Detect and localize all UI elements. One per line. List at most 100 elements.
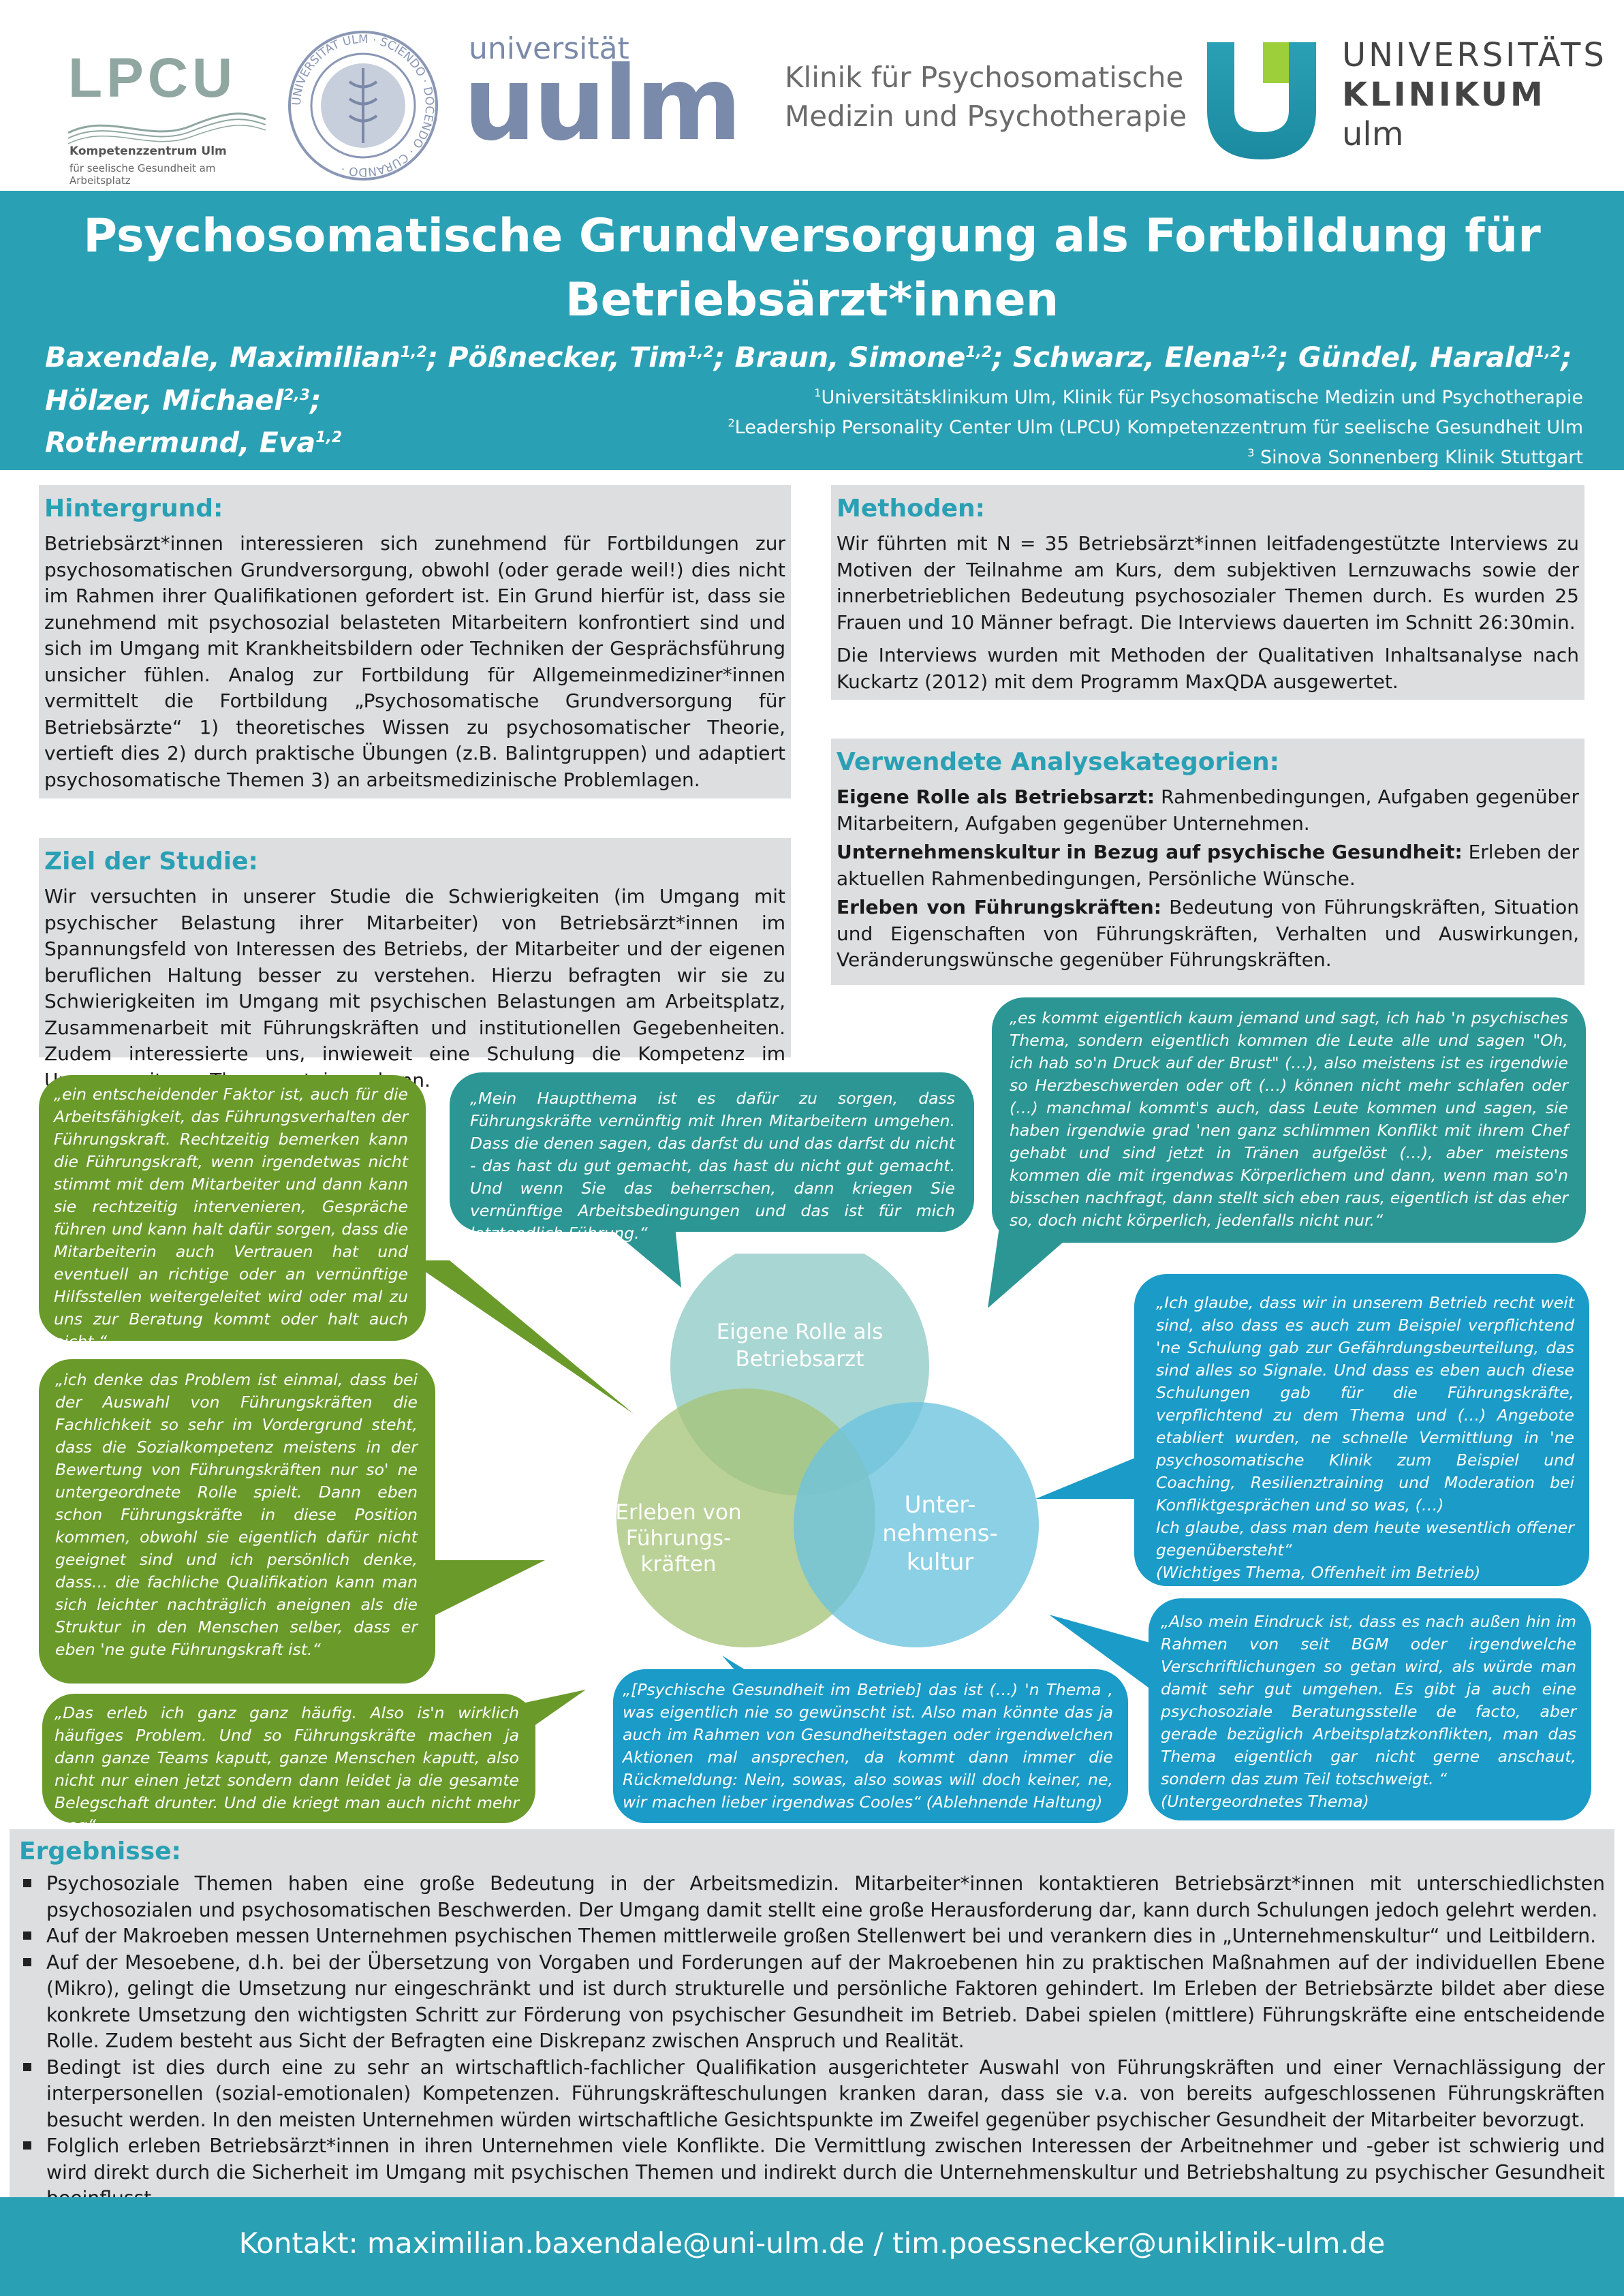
ergebnis-text: Auf der Mesoebene, d.h. bei der Übersetz… [46,1951,1605,2053]
affiliation-line: 3 Sinova Sonnenberg Klinik Stuttgart [629,440,1583,470]
bubble-tail-b3 [1049,1615,1172,1690]
affiliation-text: Universitätsklinikum Ulm, Klinik für Psy… [821,387,1583,408]
quote-bubble-green-1: „ein entscheidender Faktor ist, auch für… [39,1075,426,1351]
quote-bubble-blue-1: „Ich glaube, dass wir in unserem Betrieb… [1134,1274,1589,1586]
venn-circle-unternehmenskultur [794,1402,1039,1647]
author-affiliation-sup: 1,2 [965,344,993,361]
author-affiliation-sup: 1,2 [687,344,714,361]
author-name: Gündel, Harald [1298,341,1535,374]
kategorie-text: Erleben der aktuellen Rahmenbedingungen,… [837,841,1579,890]
quote-text: „ein entscheidender Faktor ist, auch für… [54,1085,408,1351]
quote-bubble-teal-2: „es kommt eigentlich kaum jemand und sag… [992,997,1586,1243]
affiliation-text: Sinova Sonnenberg Klinik Stuttgart [1254,447,1583,468]
quote-text: „ich denke das Problem ist einmal, dass … [55,1370,418,1659]
quote-bubble-green-2: „ich denke das Problem ist einmal, dass … [39,1359,435,1684]
ergebnis-text: Psychosoziale Themen haben eine große Be… [46,1872,1605,1921]
contact-line[interactable]: Kontakt: maximilian.baxendale@uni-ulm.de… [238,2227,1386,2260]
quote-text: „es kommt eigentlich kaum jemand und sag… [1010,1008,1568,1230]
methoden-text-2: Die Interviews wurden mit Methoden der Q… [837,644,1579,693]
affiliation-text: Leadership Personality Center Ulm (LPCU)… [734,417,1583,438]
affiliation-line: 1Universitätsklinikum Ulm, Klinik für Ps… [629,380,1583,410]
kategorien-list: Eigene Rolle als Betriebsarzt: Rahmenbed… [837,784,1579,974]
author-name: Rothermund, Eva [45,426,316,459]
kategorie-label: Eigene Rolle als Betriebsarzt: [837,786,1155,808]
ziel-heading: Ziel der Studie: [44,848,258,875]
kategorie-item: Erleben von Führungskräften: Bedeutung v… [837,895,1579,974]
kategorie-label: Unternehmenskultur in Bezug auf psychisc… [837,841,1463,863]
bullet-icon [23,2062,31,2071]
footer-band [0,2197,1624,2296]
uniklinikum-text: UNIVERSITÄTS KLINIKUM ulm [1342,35,1607,154]
quote-text: „Das erleb ich ganz ganz häufig. Also is… [54,1703,519,1835]
bubble-tail-g2 [409,1560,545,1628]
quote-bubble-teal-1: „Mein Hauptthema ist es dafür zu sorgen,… [450,1072,974,1243]
author-list: Baxendale, Maximilian1,2; Pößnecker, Tim… [45,341,1572,459]
lpcu-subtitle: Kompetenzzentrum Ulm [69,144,227,158]
header: LPCU Kompetenzzentrum Ulm für seelische … [0,0,1624,191]
ergebnis-item: Bedingt ist dies durch eine zu sehr an w… [19,2055,1605,2134]
ergebnisse-panel: Ergebnisse: Psychosoziale Themen haben e… [10,1829,1614,2209]
quote-source: (Wichtiges Thema, Offenheit im Betrieb) [1156,1563,1481,1582]
ergebnis-text: Folglich erleben Betriebsärzt*innen in i… [46,2135,1605,2209]
venn-label-right: Unter-nehmens-kultur [882,1491,998,1576]
uulm-wordmark: uulm [463,45,742,164]
uulm-small-text: universität [469,31,629,66]
ziel-text: Wir versuchten in unserer Studie die Sch… [44,885,785,1091]
bullet-icon [23,2141,31,2150]
ergebnis-item: Auf der Mesoebene, d.h. bei der Übersetz… [19,1950,1605,2055]
methoden-heading: Methoden: [837,495,986,523]
kategorien-heading: Verwendete Analysekategorien: [837,748,1280,776]
kategorie-text: Rahmenbedingungen, Aufgaben gegenüber Mi… [837,786,1579,835]
ergebnis-item: Auf der Makroeben messen Unternehmen psy… [19,1923,1605,1950]
ergebnis-item: Folglich erleben Betriebsärzt*innen in i… [19,2133,1605,2212]
kategorie-item: Unternehmenskultur in Bezug auf psychisc… [837,839,1579,892]
quote-text: „Ich glaube, dass wir in unserem Betrieb… [1156,1293,1574,1515]
author-name: Baxendale, Maximilian [45,341,401,374]
author-affiliation-sup: 2,3 [283,386,311,404]
ergebnis-item: Psychosoziale Themen haben eine große Be… [19,1871,1605,1923]
quote-source: (Untergeordnetes Thema) [1161,1792,1369,1811]
kategorie-label: Erleben von Führungskräften: [837,896,1161,918]
klinik-name: Klinik für Psychosomatische Medizin und … [785,59,1187,136]
kategorien-panel: Verwendete Analysekategorien: Eigene Rol… [831,739,1584,985]
lpcu-subtitle-2: für seelische Gesundheit am Arbeitsplatz [69,162,216,187]
uk-line-3: ulm [1342,115,1404,153]
bubble-tail-g1 [409,1260,634,1414]
ergebnisse-list: Psychosoziale Themen haben eine große Be… [19,1871,1605,2212]
uniklinikum-u-icon [1207,42,1316,159]
affiliation-line: 2Leadership Personality Center Ulm (LPCU… [629,410,1583,440]
author-affiliation-sup: 1,2 [1251,344,1278,361]
hintergrund-panel: Hintergrund: Betriebsärzt*innen interess… [39,485,791,798]
quote-bubble-blue-2: „[Psychische Gesundheit im Betrieb] das … [613,1669,1128,1823]
author-affiliation-sup: 1,2 [1534,344,1561,361]
affiliation-sup: 2 [728,416,735,429]
university-seal-icon: UNIVERSITÄT ULM · SCIENDO · DOCENDO · CU… [288,31,438,181]
quote-text: „Mein Hauptthema ist es dafür zu sorgen,… [470,1089,955,1243]
title-line-2: Betriebsärzt*innen [565,273,1059,327]
title-band [0,191,1624,470]
author-name: Schwarz, Elena [1013,341,1251,374]
ergebnisse-heading: Ergebnisse: [19,1837,181,1865]
bubble-tail-b1 [1035,1451,1165,1499]
poster-title: Psychosomatische Grundversorgung als For… [54,204,1570,332]
quote-bubble-green-3: „Das erleb ich ganz ganz häufig. Also is… [42,1694,535,1835]
title-line-1: Psychosomatische Grundversorgung als For… [83,209,1541,263]
kategorie-text: Bedeutung von Führungskräften, Situation… [837,896,1580,971]
author-name: Hölzer, Michael [45,384,284,417]
affiliation-sup: 1 [814,386,822,399]
affiliation-sup: 3 [1247,446,1255,459]
uk-line-2: KLINIKUM [1342,76,1546,114]
quote-text: „[Psychische Gesundheit im Betrieb] das … [623,1680,1113,1812]
bullet-icon [23,1957,31,1966]
bullet-icon [23,1879,31,1887]
bullet-icon [23,1932,31,1940]
affiliation-list: 1Universitätsklinikum Ulm, Klinik für Ps… [629,380,1583,470]
lpcu-wordmark: LPCU [68,47,237,109]
methoden-panel: Methoden: Wir führten mit N = 35 Betrieb… [831,485,1584,700]
uk-line-1: UNIVERSITÄTS [1342,36,1607,74]
lpcu-wave-icon [68,112,266,144]
author-affiliation-sup: 1,2 [400,344,427,361]
